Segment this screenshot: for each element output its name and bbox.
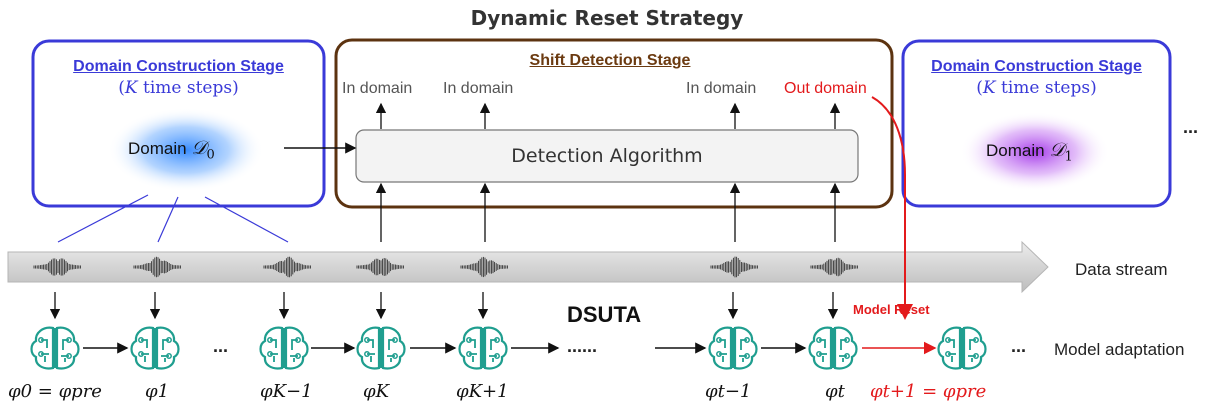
diagram-title: Dynamic Reset Strategy [470, 6, 744, 30]
left-stage-title: Domain Construction Stage [73, 58, 284, 75]
model-brain-icon [130, 326, 180, 370]
model-label-t: φt [825, 381, 845, 402]
domain-connector-line [57, 194, 149, 243]
output-label-3: In domain [686, 80, 757, 97]
model-label-0: φ0 = φpre [8, 381, 102, 402]
model-label-t-plus-1: φt+1 = φpre [870, 381, 987, 402]
model-label-1: φ1 [145, 381, 170, 402]
model-ellipsis: ... [213, 336, 229, 356]
model-brain-icon [356, 326, 406, 370]
detection-algorithm-box [355, 129, 859, 183]
dsuta-label: DSUTA [567, 302, 642, 327]
data-stream-arrow [7, 240, 1049, 294]
model-adaptation-label: Model adaptation [1054, 340, 1185, 359]
out-domain-reset-arrow [871, 96, 913, 320]
left-stage-box [31, 39, 326, 208]
model-label-t-minus-1: φt−1 [705, 381, 752, 402]
left-stage-subtitle: (K time steps) [118, 78, 239, 98]
model-brain-icon [937, 326, 987, 370]
middle-stage-title: Shift Detection Stage [529, 52, 691, 69]
model-reset-label: Model Reset [853, 302, 930, 317]
model-brain-icon [708, 326, 758, 370]
model-ellipsis-mid: ...... [567, 336, 598, 356]
model-label-k: φK [363, 381, 390, 402]
domain-connector-line [204, 196, 289, 243]
audio-waveforms [33, 256, 858, 278]
right-stage-title: Domain Construction Stage [931, 58, 1142, 75]
more-stages-ellipsis: ... [1183, 117, 1199, 137]
model-brain-icon [808, 326, 858, 370]
model-ellipsis-end: ... [1011, 336, 1027, 356]
domain-0-label: Domain 𝒟0 [128, 137, 215, 163]
domain-0-blob [108, 108, 264, 192]
domain-1-blob [960, 112, 1110, 192]
detection-algorithm-label: Detection Algorithm [511, 145, 703, 167]
output-label-1: In domain [342, 80, 413, 97]
model-brain-icon [30, 326, 80, 370]
model-brain-icon [259, 326, 309, 370]
model-label-k-plus-1: φK+1 [456, 381, 509, 402]
domain-connector-line [157, 196, 179, 243]
data-stream-label: Data stream [1075, 260, 1168, 279]
right-stage-box [901, 39, 1172, 208]
model-label-k-minus-1: φK−1 [260, 381, 313, 402]
model-brain-icon [458, 326, 508, 370]
domain-1-label: Domain 𝒟1 [986, 139, 1073, 165]
output-label-2: In domain [443, 80, 514, 97]
middle-stage-box [334, 38, 894, 209]
right-stage-subtitle: (K time steps) [976, 78, 1097, 98]
output-label-out-domain: Out domain [784, 80, 867, 97]
